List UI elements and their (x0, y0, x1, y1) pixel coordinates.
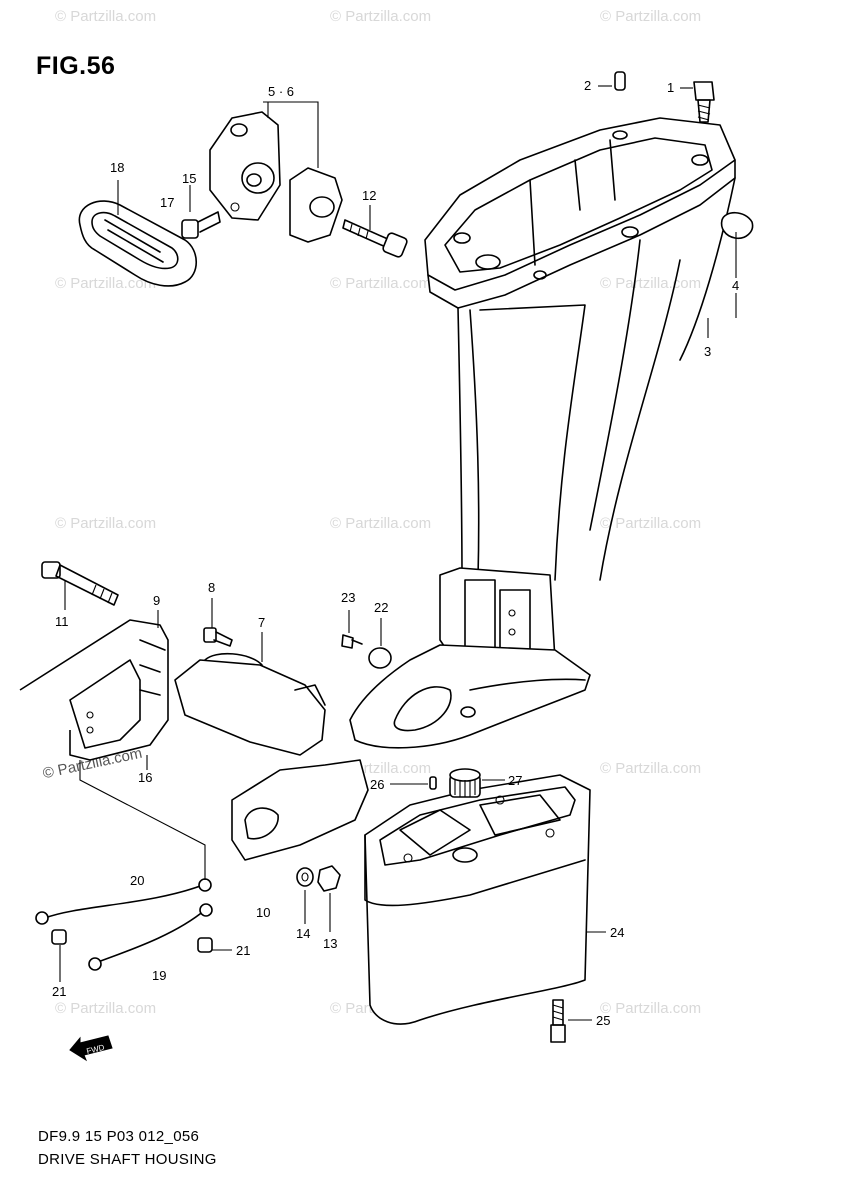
watermark: © Partzilla.com (55, 515, 157, 532)
screw-part-21a[interactable] (197, 937, 213, 953)
callout-8: 8 (208, 580, 215, 595)
grommet-part-4[interactable] (720, 211, 754, 240)
watermark: © Partzilla.com (600, 760, 702, 777)
bolt-part-17[interactable] (181, 211, 221, 239)
callout-24: 24 (610, 925, 624, 940)
callout-10: 10 (256, 905, 270, 920)
screw-part-23[interactable] (341, 634, 363, 649)
callout-2: 2 (584, 78, 591, 93)
screw-part-8[interactable] (203, 627, 233, 647)
leader-lines (59, 85, 737, 1021)
bolt-part-12[interactable] (342, 219, 408, 258)
watermark: © Partzilla.com (55, 1000, 157, 1017)
callout-18: 18 (110, 160, 124, 175)
callout-12: 12 (362, 188, 376, 203)
watermark: © Partzilla.com (600, 515, 702, 532)
watermark: © Partzilla.com (600, 1000, 702, 1017)
watermark: © Partzilla.com (330, 515, 432, 532)
callout-19: 19 (152, 968, 166, 983)
callout-27: 27 (508, 773, 522, 788)
callout-22: 22 (374, 600, 388, 615)
nut-part-13[interactable] (317, 865, 341, 892)
callout-1: 1 (667, 80, 674, 95)
watermark: © Partzilla.com (55, 275, 157, 292)
callout-7: 7 (258, 615, 265, 630)
watermark: © Partzilla.com (330, 275, 432, 292)
mount-bracket-part-5-6[interactable] (209, 111, 343, 243)
watermark: © Partzilla.com (600, 8, 702, 25)
callout-25: 25 (596, 1013, 610, 1028)
watermark: © Partzilla.com (55, 8, 157, 25)
pin-part-26[interactable] (429, 776, 437, 790)
footer-model-code: DF9.9 15 P03 012_056 (38, 1128, 200, 1145)
callout-9: 9 (153, 593, 160, 608)
lower-cover-part-24[interactable] (364, 774, 591, 1025)
fwd-arrow-icon: FWD (69, 1035, 113, 1062)
screw-part-21b[interactable] (51, 929, 67, 945)
long-bolt-part-11[interactable] (41, 561, 119, 606)
drive-shaft-housing[interactable] (349, 117, 736, 749)
callout-17: 17 (160, 195, 174, 210)
fwd-arrow-label: FWD (86, 1043, 106, 1056)
callout-11: 11 (55, 614, 69, 629)
callout-21a: 21 (236, 943, 250, 958)
callout-3: 3 (704, 344, 711, 359)
spacer-part-22[interactable] (368, 647, 392, 669)
callout-labels: 1 2 3 4 5 · 6 7 8 9 10 11 12 13 14 15 16… (52, 78, 739, 1028)
callout-13: 13 (323, 936, 337, 951)
dowel-part-2[interactable] (614, 71, 626, 91)
lower-mount-part-10[interactable] (231, 759, 369, 861)
bolt-part-25[interactable] (550, 999, 566, 1043)
callout-26: 26 (370, 777, 384, 792)
upper-mount-part-7[interactable] (174, 652, 326, 756)
callout-21b: 21 (52, 984, 66, 999)
footer-section-name: DRIVE SHAFT HOUSING (38, 1151, 217, 1168)
washer-part-14[interactable] (296, 867, 314, 887)
callout-5-6: 5 · 6 (268, 84, 294, 99)
ground-lead-part-20[interactable] (35, 878, 212, 925)
callout-14: 14 (296, 926, 310, 941)
watermark: © Partzilla.com (330, 8, 432, 25)
callout-23: 23 (341, 590, 355, 605)
ground-lead-part-19[interactable] (88, 903, 213, 971)
callout-16: 16 (138, 770, 152, 785)
callout-15: 15 (182, 171, 196, 186)
figure-title: FIG.56 (36, 52, 116, 80)
callout-20: 20 (130, 873, 144, 888)
callout-4: 4 (732, 278, 739, 293)
clamp-bracket-part-9[interactable] (19, 619, 169, 761)
rubber-mount-part-18[interactable] (78, 200, 198, 287)
plug-part-27[interactable] (449, 768, 481, 798)
bolt-part-1[interactable] (693, 81, 715, 123)
